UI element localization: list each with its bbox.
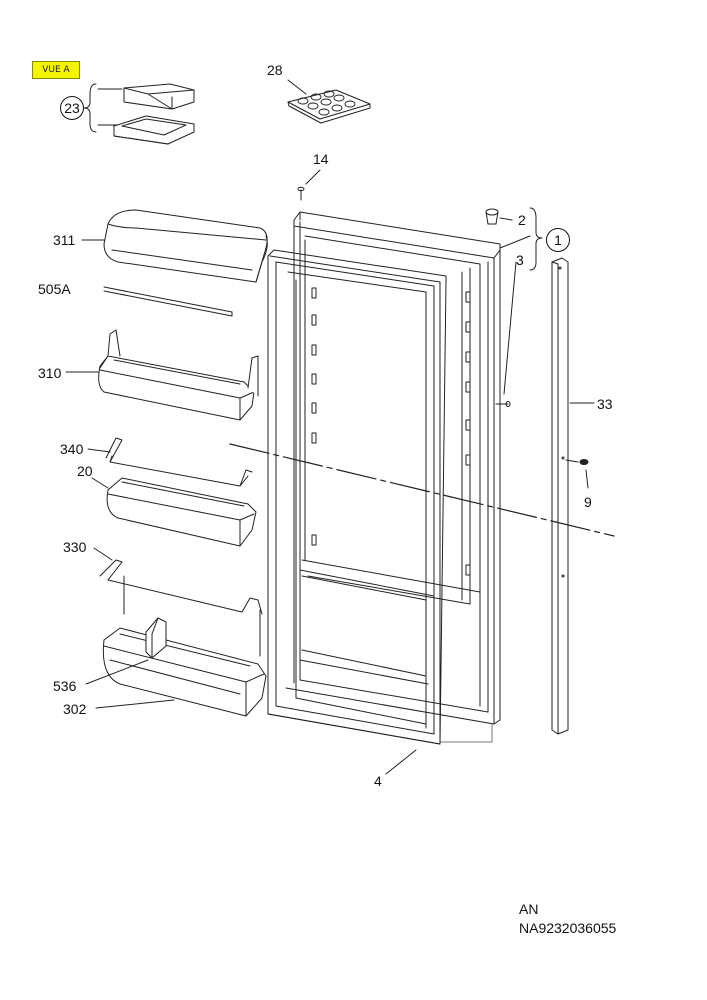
door-shelf-20 [106,477,257,547]
footer-reference-number: NA9232036055 [519,920,617,936]
butter-dish-lid [123,83,195,110]
label-20: 20 [77,463,93,479]
label-505a: 505A [38,281,71,297]
callout-23: 23 [60,96,84,120]
label-340: 340 [60,441,84,457]
label-33: 33 [597,396,613,412]
screw-9 [565,459,589,465]
callout-1: 1 [546,228,570,252]
door-gasket [267,249,447,745]
egg-tray [287,89,371,124]
view-badge: VUE A [32,61,80,79]
door-shelf-310 [98,329,259,421]
door-panel [285,211,501,743]
label-9: 9 [584,494,592,510]
handle-strip-33 [551,257,569,735]
label-2: 2 [518,212,526,228]
label-310: 310 [38,365,62,381]
label-4: 4 [374,773,382,789]
hinge-bushing-2 [485,208,499,225]
label-302: 302 [63,701,87,717]
bottle-shelf-302 [102,627,267,717]
label-311: 311 [53,232,76,248]
label-28: 28 [267,62,283,78]
bottle-divider-536 [145,617,167,659]
rod-505a [103,286,233,317]
retaining-bar-330 [99,559,263,657]
pin-3 [495,401,511,407]
axis-line [229,443,615,537]
shelf-supports [311,287,471,576]
screw-14 [297,186,305,201]
label-330: 330 [63,539,87,555]
brace-1 [529,207,543,271]
brace-23 [83,83,97,133]
label-14: 14 [313,151,329,167]
retaining-bar-340 [105,437,253,487]
label-3: 3 [516,252,524,268]
label-536: 536 [53,678,77,694]
footer-language-code: AN [519,901,539,917]
butter-dish-tray [113,115,195,145]
top-cover-311 [103,209,268,283]
